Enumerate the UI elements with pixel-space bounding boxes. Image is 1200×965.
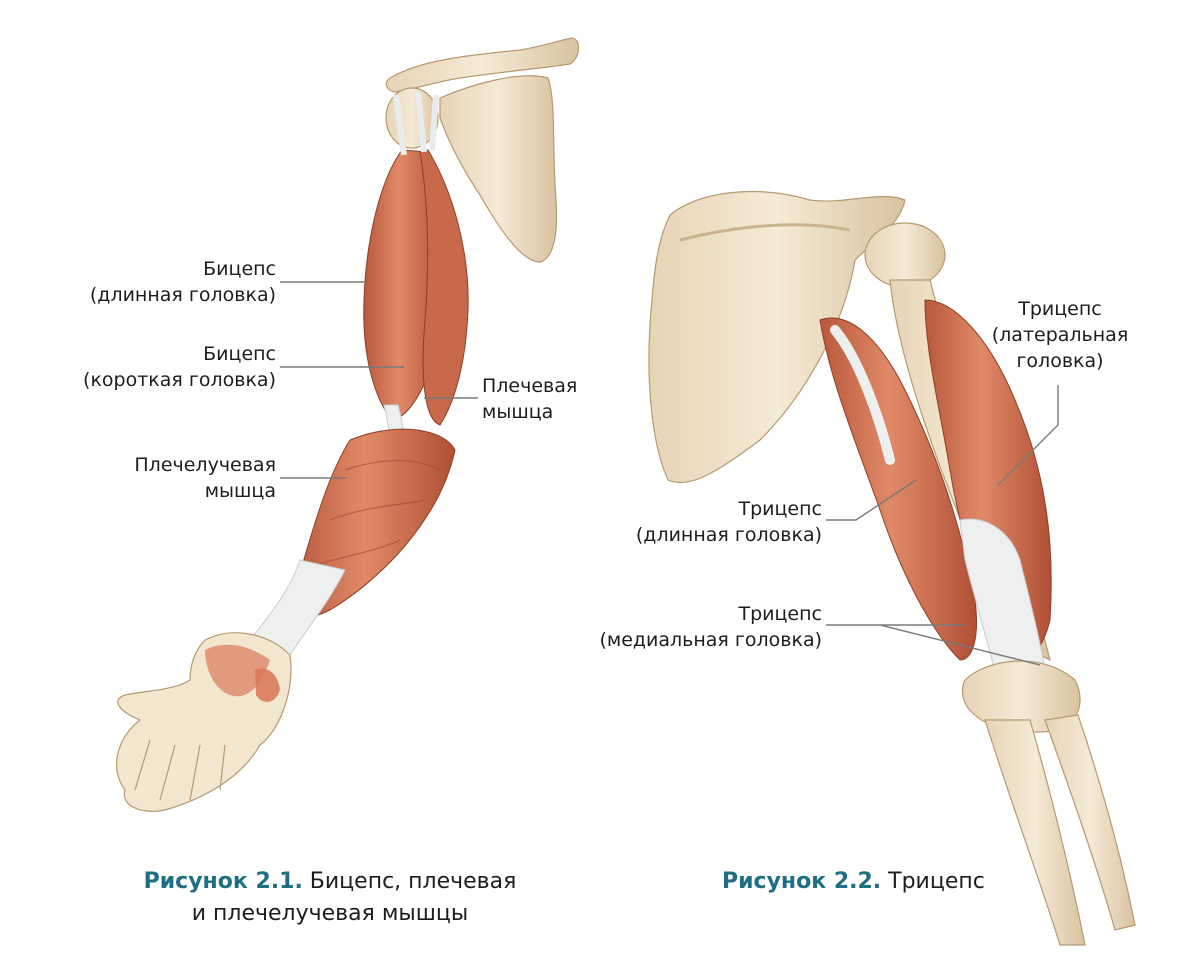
triceps-tendon [959, 518, 1046, 691]
caption-figure-2-2-number: Рисунок 2.2. [722, 869, 882, 894]
label-triceps-lateral-head: Трицепс (латеральная головка) [991, 298, 1129, 372]
label-brachioradialis: Плечелучевая мышца [134, 454, 276, 502]
caption-figure-2-1-text: Бицепс, плечевая [302, 869, 517, 894]
biceps-short-head [419, 149, 469, 426]
humerus-head-posterior [864, 222, 946, 288]
leader-triceps-lateral [997, 385, 1059, 486]
leader-triceps-long [826, 479, 917, 521]
ulna [984, 719, 1086, 946]
caption-figure-2-1-number: Рисунок 2.1. [143, 869, 303, 894]
figure-2-1-arm [116, 37, 580, 812]
radius [1044, 714, 1136, 931]
scapula-posterior [648, 190, 906, 484]
caption-figure-2-1: Рисунок 2.1. Бицепс, плечевая и плечелуч… [120, 866, 540, 930]
caption-figure-2-1-line1: Рисунок 2.1. Бицепс, плечевая [120, 866, 540, 898]
label-biceps-short-head: Бицепс (короткая головка) [83, 343, 276, 391]
caption-figure-2-1-line2: и плечелучевая мышцы [191, 901, 469, 926]
label-biceps-long-head: Бицепс (длинная головка) [89, 258, 276, 306]
caption-figure-2-2-text: Трицепс [881, 869, 985, 894]
leader-triceps-medial [826, 624, 1041, 666]
label-triceps-medial-head: Трицепс (медиальная головка) [599, 603, 822, 651]
label-triceps-long-head: Трицепс (длинная головка) [635, 498, 822, 546]
label-brachialis: Плечевая мышца [482, 375, 578, 423]
scapula [439, 75, 558, 263]
figure-2-2-arm [648, 190, 1136, 946]
triceps-long-head [819, 317, 978, 661]
leader-lines [280, 281, 1059, 666]
clavicle [385, 37, 580, 93]
caption-figure-2-2: Рисунок 2.2. Трицепс [722, 866, 1022, 898]
